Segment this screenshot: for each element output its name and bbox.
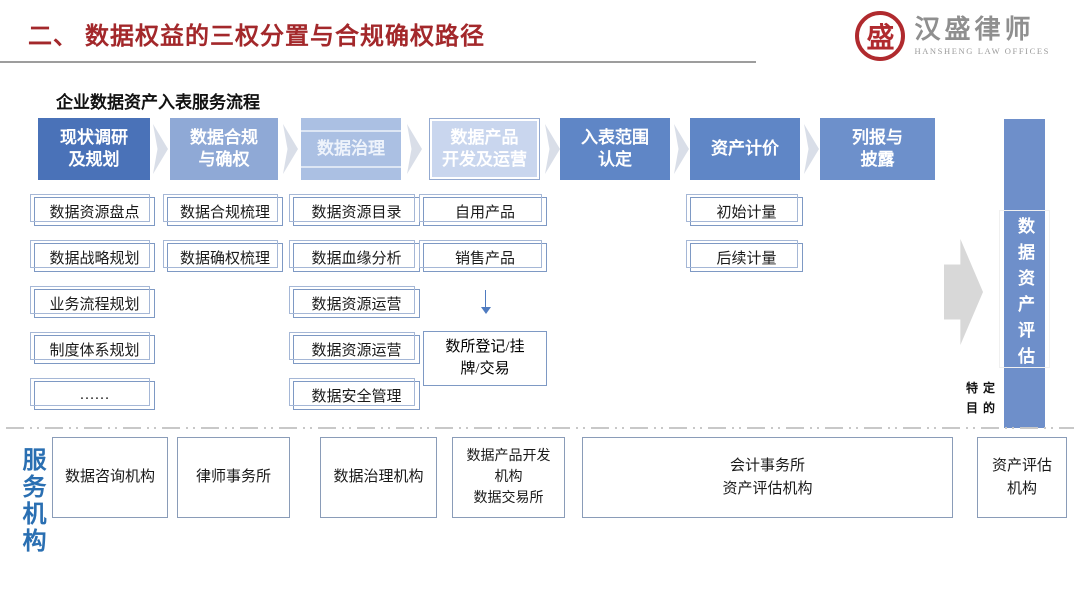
list-item: 数据合规梳理 [163, 194, 283, 226]
specific-purpose-note: 特定 目的 [966, 381, 1001, 416]
provider-accounting-valuation: 会计事务所 资产评估机构 [582, 437, 953, 518]
column-pricing-items: 初始计量 后续计量 [686, 194, 803, 272]
list-item: 数据安全管理 [289, 378, 420, 410]
hansheng-logo: 盛 汉盛律师 HANSHENG LAW OFFICES [855, 11, 1050, 61]
list-item: 初始计量 [686, 194, 803, 226]
diagram-subtitle: 企业数据资产入表服务流程 [56, 93, 260, 112]
page-title: 二、 数据权益的三权分置与合规确权路径 [28, 24, 485, 50]
column-product-items: 自用产品 销售产品 数所登记/挂 牌/交易 [419, 194, 547, 386]
stage-reporting-disclosure: 列报与 披露 [820, 118, 935, 180]
logo-name-cn: 汉盛律师 [914, 14, 1035, 44]
list-item: 数据战略规划 [30, 240, 155, 272]
list-item: 数据确权梳理 [163, 240, 283, 272]
service-providers-label: 服务机构 [18, 447, 44, 555]
flow-arrow-icon [545, 124, 560, 174]
list-item: 数据资源盘点 [30, 194, 155, 226]
stage-scope-recognition: 入表范围 认定 [560, 118, 670, 180]
list-item: 数据资源运营 [289, 286, 420, 318]
provider-law-firm: 律师事务所 [177, 437, 290, 518]
stage-data-governance: 数据治理 [301, 118, 401, 180]
provider-data-governance: 数据治理机构 [320, 437, 437, 518]
provider-asset-valuation: 资产评估 机构 [977, 437, 1067, 518]
logo-text: 汉盛律师 HANSHENG LAW OFFICES [914, 14, 1050, 56]
flow-arrow-icon [674, 124, 689, 174]
dashed-divider [6, 427, 1074, 429]
flow-arrow-icon [283, 124, 298, 174]
list-item: 业务流程规划 [30, 286, 155, 318]
list-item: 自用产品 [419, 194, 547, 226]
big-right-arrow-icon [944, 239, 983, 345]
column-governance-items: 数据资源目录 数据血缘分析 数据资源运营 数据资源运营 数据安全管理 [289, 194, 420, 410]
title-divider [0, 61, 756, 63]
list-item: 数据资源运营 [289, 332, 420, 364]
flow-arrow-icon [804, 124, 819, 174]
valuation-bar-frame [999, 210, 1050, 368]
provider-product-dev-exchange: 数据产品开发 机构 数据交易所 [452, 437, 565, 518]
data-asset-valuation-bar: 数据资产评估 [999, 119, 1050, 428]
list-item: …… [30, 378, 155, 410]
stage-product-development: 数据产品 开发及运营 [429, 118, 540, 180]
flow-arrow-icon [153, 124, 168, 174]
list-item: 数据血缘分析 [289, 240, 420, 272]
exchange-listing-box: 数所登记/挂 牌/交易 [423, 331, 547, 386]
list-item: 制度体系规划 [30, 332, 155, 364]
list-item: 销售产品 [419, 240, 547, 272]
stage-asset-pricing: 资产计价 [690, 118, 800, 180]
list-item: 后续计量 [686, 240, 803, 272]
valuation-bar-label: 数据资产评估 [1015, 217, 1034, 373]
column-compliance-items: 数据合规梳理 数据确权梳理 [163, 194, 283, 272]
down-arrow-icon [480, 290, 491, 314]
hansheng-seal-icon: 盛 [855, 11, 906, 61]
column-survey-items: 数据资源盘点 数据战略规划 业务流程规划 制度体系规划 …… [30, 194, 155, 410]
flow-arrow-icon [407, 124, 422, 174]
list-item: 数据资源目录 [289, 194, 420, 226]
stage-data-compliance: 数据合规 与确权 [170, 118, 278, 180]
logo-name-en: HANSHENG LAW OFFICES [914, 45, 1050, 56]
stage-status-survey: 现状调研 及规划 [38, 118, 150, 180]
provider-data-consulting: 数据咨询机构 [52, 437, 168, 518]
